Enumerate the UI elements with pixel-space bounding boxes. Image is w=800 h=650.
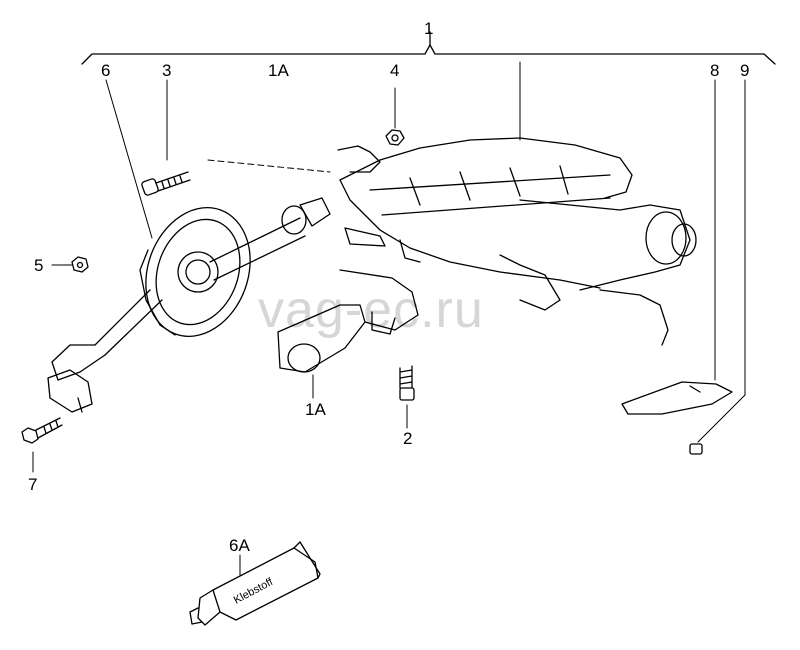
lever-8 (621, 381, 733, 415)
nut-5 (71, 256, 89, 273)
label-1a-top: 1A (268, 61, 289, 80)
assembly-bracket (81, 31, 776, 65)
glue-tube-6A: Klebstoff (189, 541, 321, 626)
label-7: 7 (28, 475, 38, 494)
label-6: 6 (101, 61, 111, 80)
label-1a-bottom: 1A (305, 400, 326, 419)
steering-column-1 (337, 137, 697, 346)
label-8: 8 (710, 61, 720, 80)
label-4: 4 (390, 61, 400, 80)
label-6a: 6A (229, 536, 250, 555)
nut-4 (385, 129, 405, 146)
lock-unit-1A (277, 269, 419, 373)
label-9: 9 (740, 61, 750, 80)
watermark: vag-ec.ru (258, 281, 484, 339)
bolt-7 (21, 417, 63, 444)
bolt-2 (399, 365, 415, 401)
leader-lines (32, 61, 746, 576)
label-3: 3 (162, 61, 172, 80)
bolt-3 (141, 171, 191, 196)
tube-label: Klebstoff (232, 576, 276, 607)
label-2: 2 (403, 429, 413, 448)
label-5: 5 (34, 256, 44, 275)
label-1: 1 (424, 19, 434, 38)
screw-9 (689, 443, 703, 455)
steering-shaft-6 (47, 197, 331, 413)
